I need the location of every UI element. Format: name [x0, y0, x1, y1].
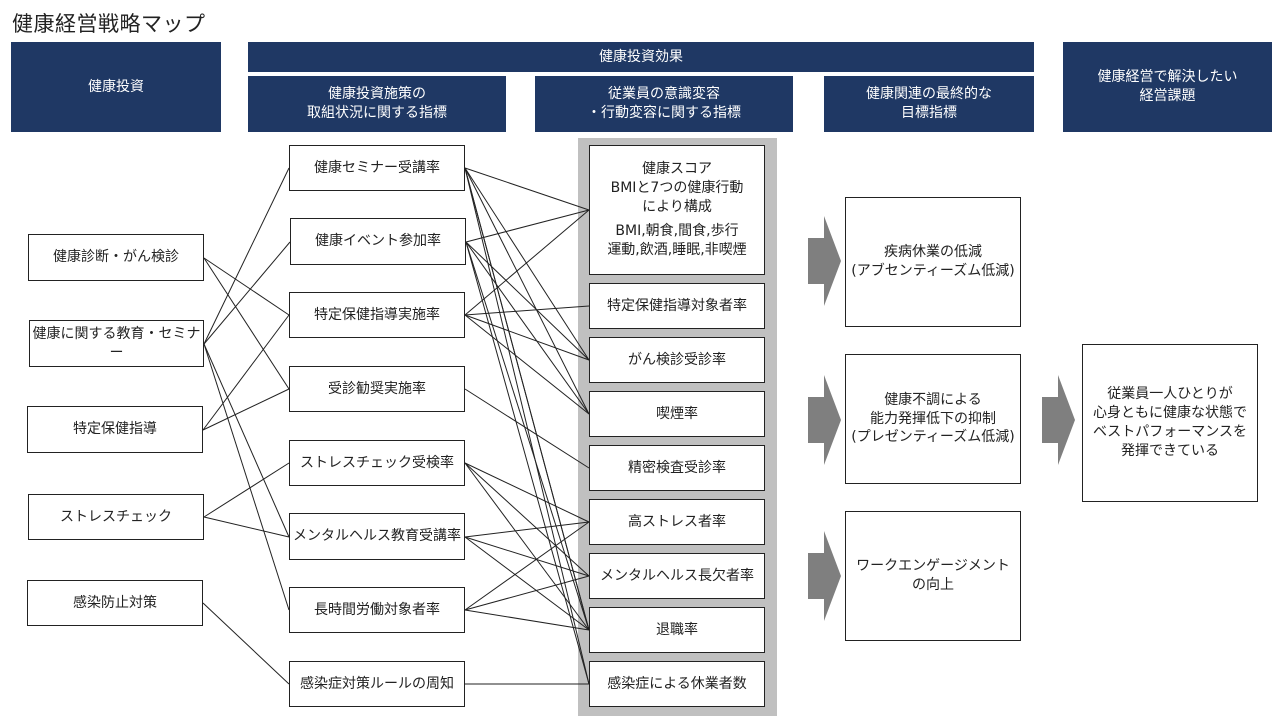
connector-line — [464, 536, 590, 577]
measure-box: 特定保健指導実施率 — [289, 292, 465, 338]
measure-box: 健康セミナー受講率 — [289, 145, 465, 191]
connector-line — [464, 609, 590, 631]
connector-line — [203, 462, 290, 518]
investment-box: 特定保健指導 — [27, 406, 203, 453]
connector-line — [465, 241, 590, 415]
connector-line — [203, 343, 290, 611]
connector-line — [202, 314, 290, 431]
connector-line — [202, 602, 290, 685]
header-behavior: 従業員の意識変容 ・行動変容に関する指標 — [535, 76, 793, 132]
behavior-box: メンタルヘルス長欠者率 — [589, 553, 765, 599]
behavior-box: 感染症による休業者数 — [589, 661, 765, 707]
connector-line — [465, 241, 590, 631]
connector-line — [203, 343, 290, 538]
connector-line — [465, 241, 590, 361]
connector-line — [464, 167, 590, 361]
connector-line — [464, 462, 590, 523]
connector-line — [464, 521, 590, 538]
measure-box: 健康イベント参加率 — [290, 218, 466, 265]
health-score-box: 健康スコア BMIと7つの健康行動 により構成 BMI,朝食,間食,歩行 運動,… — [589, 145, 765, 275]
measure-box: ストレスチェック受検率 — [289, 440, 465, 486]
connector-line — [464, 305, 590, 316]
arrow-right-icon — [808, 216, 841, 306]
measure-box: 感染症対策ルールの周知 — [289, 661, 465, 707]
connector-line — [464, 167, 590, 631]
connector-line — [464, 462, 590, 577]
header-effect: 健康投資効果 — [248, 42, 1034, 72]
connector-line — [203, 241, 291, 345]
connector-line — [464, 388, 590, 469]
health-score-detail: BMI,朝食,間食,歩行 運動,飲酒,睡眠,非喫煙 — [607, 223, 747, 259]
connector-line — [464, 167, 590, 211]
connector-line — [464, 521, 590, 611]
behavior-box: 喫煙率 — [589, 391, 765, 437]
header-goals: 健康関連の最終的な 目標指標 — [824, 76, 1034, 132]
connector-line — [203, 257, 290, 316]
arrow-right-icon — [1042, 375, 1075, 465]
connector-line — [464, 575, 590, 611]
connector-line — [464, 314, 590, 361]
measure-box: 長時間労働対象者率 — [289, 587, 465, 633]
measure-box: 受診勧奨実施率 — [289, 366, 465, 412]
connector-line — [464, 314, 590, 415]
measure-box: メンタルヘルス教育受講率 — [289, 513, 465, 560]
header-investment: 健康投資 — [11, 42, 221, 132]
connector-line — [464, 209, 590, 316]
investment-box: 健康に関する教育・セミナー — [29, 320, 204, 367]
behavior-box: がん検診受診率 — [589, 337, 765, 383]
page-title: 健康経営戦略マップ — [12, 12, 206, 36]
connector-line — [465, 241, 590, 685]
goal-box: 健康不調による 能力発揮低下の抑制 (プレゼンティーズム低減) — [845, 354, 1021, 484]
connector-line — [202, 388, 290, 431]
goal-box: 疾病休業の低減 (アブセンティーズム低減) — [845, 197, 1021, 327]
health-score-title: 健康スコア BMIと7つの健康行動 により構成 — [610, 160, 744, 215]
investment-box: 健康診断・がん検診 — [28, 234, 204, 281]
investment-box: ストレスチェック — [28, 494, 204, 540]
goal-box: ワークエンゲージメント の向上 — [845, 511, 1021, 641]
behavior-box: 特定保健指導対象者率 — [589, 283, 765, 329]
behavior-box: 高ストレス者率 — [589, 499, 765, 545]
connector-line — [464, 536, 590, 631]
behavior-box: 精密検査受診率 — [589, 445, 765, 491]
connector-line — [464, 167, 590, 415]
header-measures: 健康投資施策の 取組状況に関する指標 — [248, 76, 506, 132]
connector-line — [465, 209, 590, 243]
investment-box: 感染防止対策 — [27, 580, 203, 626]
arrow-right-icon — [808, 375, 841, 465]
behavior-box: 退職率 — [589, 607, 765, 653]
arrow-right-icon — [808, 531, 841, 621]
connector-line — [464, 167, 590, 685]
connector-line — [464, 462, 590, 631]
header-issue: 健康経営で解決したい 経営課題 — [1063, 42, 1272, 132]
issue-box: 従業員一人ひとりが 心身ともに健康な状態で ベストパフォーマンスを 発揮できてい… — [1082, 344, 1258, 502]
connector-line — [203, 167, 290, 345]
connector-line — [203, 257, 290, 390]
connector-line — [203, 516, 290, 538]
